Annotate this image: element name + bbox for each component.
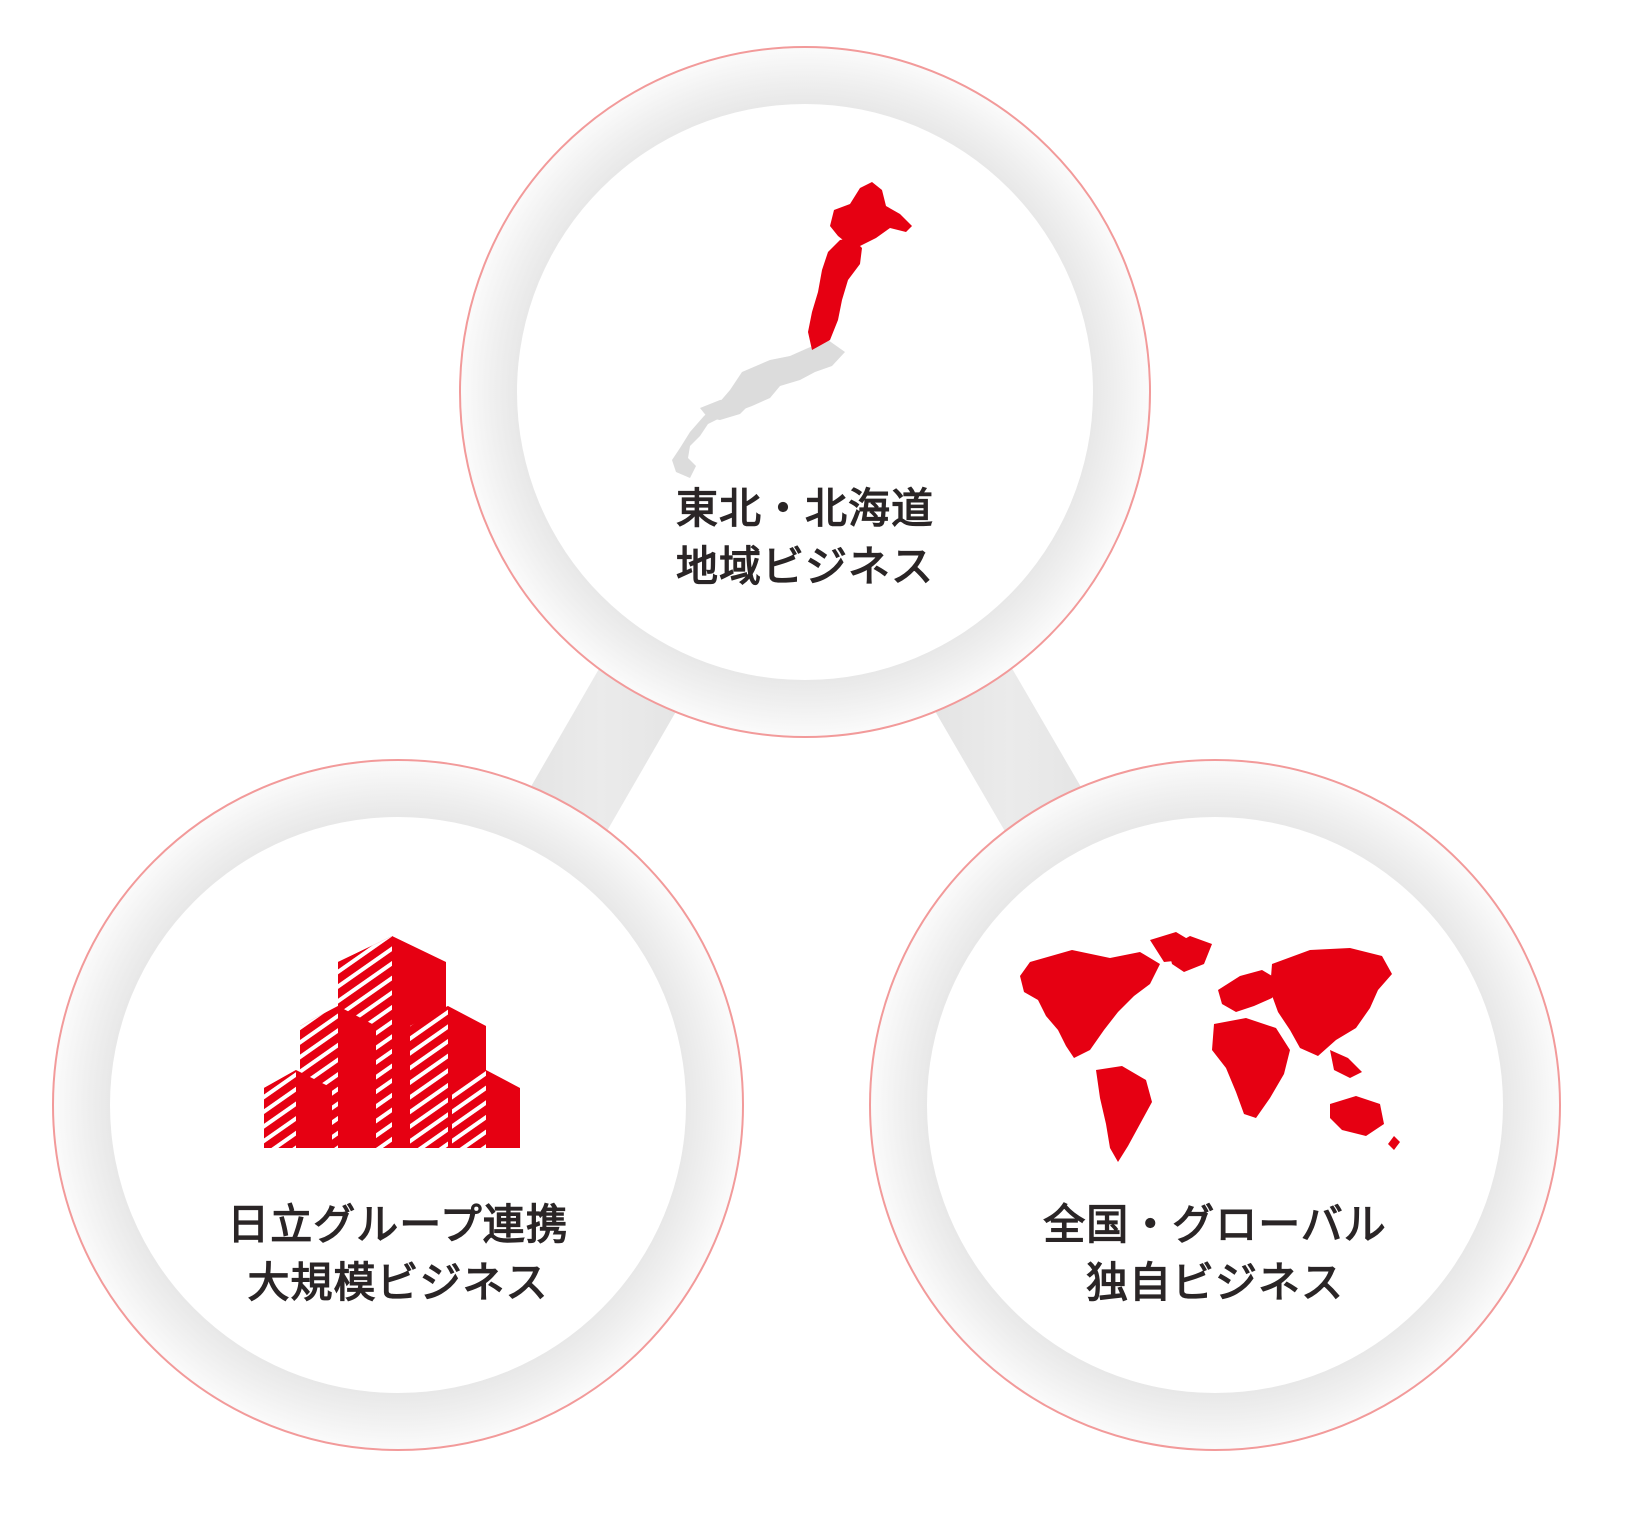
node-hitachi-group [52, 759, 744, 1451]
label-line-1: 日立グループ連携 [227, 1200, 569, 1249]
label-hitachi-group: 日立グループ連携 大規模ビジネス [227, 1196, 568, 1312]
node-tohoku-hokkaido [459, 46, 1151, 738]
node-global [869, 759, 1561, 1451]
label-line-1: 全国・グローバル [1043, 1200, 1387, 1249]
japan-map-icon [672, 182, 912, 478]
world-map-icon [1020, 932, 1400, 1162]
label-line-2: 地域ビジネス [675, 542, 935, 591]
label-line-1: 東北・北海道 [675, 484, 935, 533]
label-global: 全国・グローバル 独自ビジネス [1043, 1196, 1387, 1312]
label-tohoku-hokkaido: 東北・北海道 地域ビジネス [676, 480, 934, 596]
ring-inner [517, 104, 1093, 680]
buildings-icon [264, 936, 520, 1148]
label-line-2: 独自ビジネス [1085, 1258, 1344, 1307]
label-line-2: 大規模ビジネス [247, 1258, 549, 1307]
